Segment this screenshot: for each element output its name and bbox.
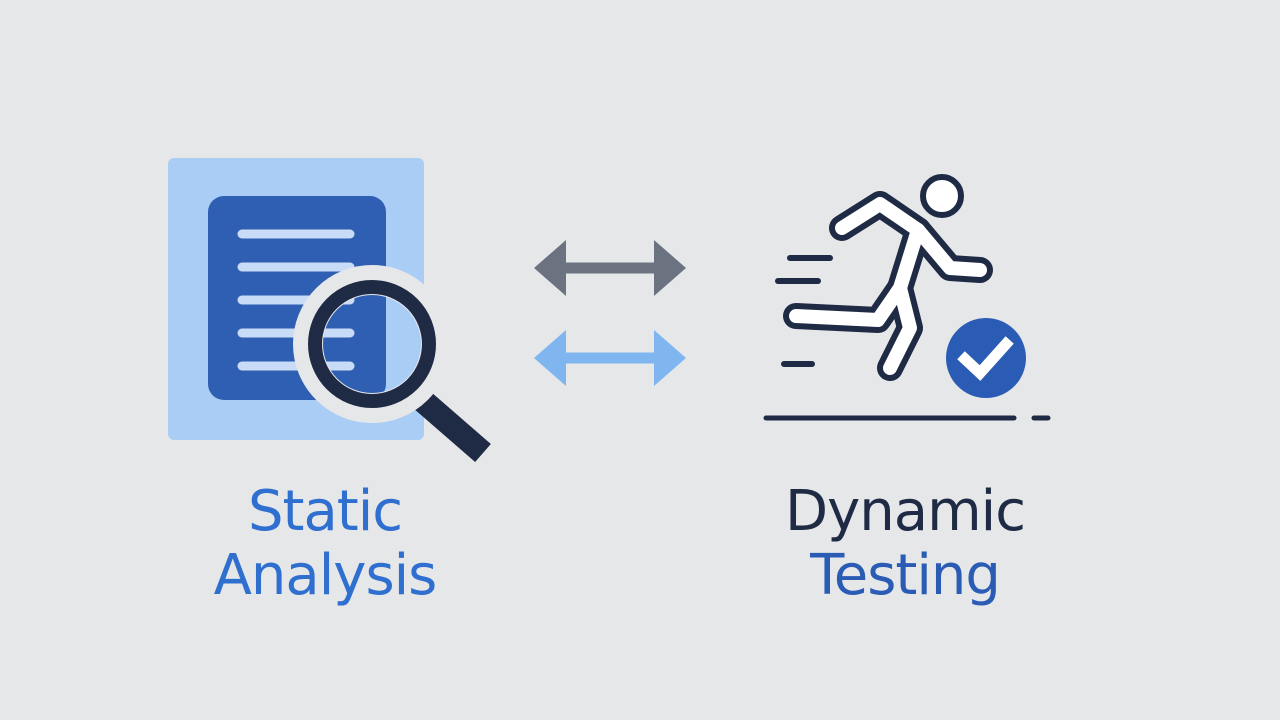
static-analysis-label: Static Analysis: [150, 480, 500, 608]
running-person-check-icon: [763, 174, 1051, 421]
dynamic-label-line2: Testing: [810, 543, 1001, 608]
runner-body: [783, 191, 993, 381]
check-badge-icon: [938, 310, 1034, 406]
static-label-line1: Static: [247, 479, 403, 544]
dynamic-label-line1: Dynamic: [785, 479, 1026, 544]
document-magnifier-icon: [168, 158, 491, 463]
runner-head: [920, 174, 964, 218]
magnifier-icon: [293, 265, 491, 463]
double-arrow-icon: [534, 330, 686, 386]
double-arrow-icon: [534, 240, 686, 296]
static-label-line2: Analysis: [213, 543, 438, 608]
motion-lines-icon: [775, 255, 833, 367]
dynamic-testing-label: Dynamic Testing: [730, 480, 1080, 608]
